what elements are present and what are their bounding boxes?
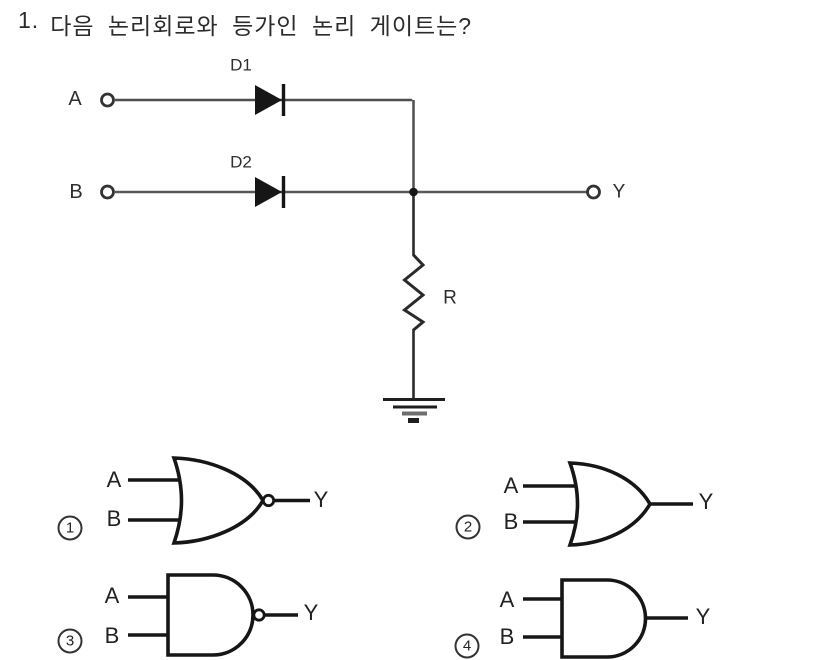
nor-body — [171, 456, 266, 545]
terminal-a-icon — [100, 92, 115, 108]
or-body — [567, 461, 653, 547]
diode-d2-icon — [255, 176, 286, 208]
option-3-input-a-label: A — [104, 583, 120, 608]
diode-logic-circuit — [100, 84, 601, 423]
resistor-label: R — [443, 287, 457, 309]
question-title: 1. 다음 논리회로와 등가인 논리 게이트는? — [18, 7, 472, 41]
option-4-and-gate-icon — [523, 578, 688, 659]
option-1-number: 1 — [57, 515, 83, 541]
nand-bubble — [252, 608, 266, 622]
junction-dot — [409, 187, 418, 197]
terminal-y-icon — [586, 184, 601, 200]
option-3-number: 3 — [57, 628, 83, 654]
nand-body — [166, 573, 255, 657]
question-text: 다음 논리회로와 등가인 논리 게이트는? — [50, 13, 473, 39]
resistor-icon — [401, 253, 426, 332]
and-body — [560, 578, 648, 659]
diode-d1-icon — [255, 84, 286, 116]
diode-d1-label: D1 — [230, 55, 252, 75]
circuit-input-a-label: A — [68, 88, 82, 110]
nor-bubble — [261, 493, 276, 508]
option-1-input-a-label: A — [106, 467, 122, 492]
option-4-number: 4 — [454, 633, 480, 659]
ground-icon — [383, 398, 445, 423]
diode-d2-label: D2 — [230, 152, 252, 172]
option-3-output-label: Y — [303, 600, 319, 625]
option-3-input-b-label: B — [104, 623, 120, 648]
question-number: 1. — [18, 7, 40, 33]
option-2-output-label: Y — [698, 489, 714, 514]
option-2-input-b-label: B — [503, 509, 519, 534]
terminal-b-icon — [100, 184, 115, 200]
option-2-input-a-label: A — [503, 473, 519, 498]
option-4-input-a-label: A — [499, 587, 515, 612]
circuit-output-label: Y — [612, 181, 626, 203]
option-4-output-label: Y — [695, 604, 711, 629]
option-2-number: 2 — [455, 514, 481, 540]
option-1-input-b-label: B — [106, 506, 122, 531]
wire-input-a — [115, 98, 415, 192]
option-4-input-b-label: B — [499, 624, 515, 649]
option-3-nand-gate-icon — [128, 573, 298, 657]
circuit-input-b-label: B — [69, 181, 83, 203]
option-1-output-label: Y — [313, 487, 329, 512]
option-2-or-gate-icon — [523, 461, 693, 547]
option-1-nor-gate-icon — [128, 456, 310, 545]
